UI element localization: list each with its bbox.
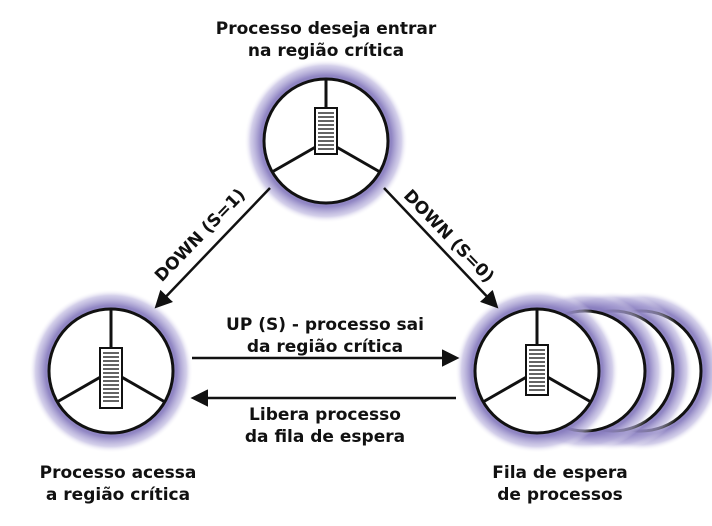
arrow-down-s1 <box>154 187 271 309</box>
top-node-label-line2: na região crítica <box>247 41 405 61</box>
up-edge-label: UP (S) - processo sai da região crítica <box>180 314 470 358</box>
top-node-label: Processo deseja entrar na região crítica <box>186 18 466 62</box>
process-wheel-icon-left <box>29 289 193 453</box>
right-node-label: Fila de espera de processos <box>470 462 650 506</box>
libera-edge-label-line2: da fila de espera <box>244 427 406 447</box>
top-node-label-line1: Processo deseja entrar <box>215 19 437 39</box>
arrow-down-s0 <box>383 187 499 309</box>
left-node-label: Processo acessa a região crítica <box>8 462 228 506</box>
process-wheel-icon-right <box>455 289 619 453</box>
document-lines-icon <box>99 347 123 409</box>
left-node-label-line1: Processo acessa <box>39 463 197 483</box>
up-edge-label-line2: da região crítica <box>246 337 404 357</box>
document-lines-icon <box>525 344 549 396</box>
document-lines-icon <box>314 107 338 155</box>
process-wheel-icon-top <box>244 59 408 223</box>
up-edge-label-line1: UP (S) - processo sai <box>226 315 424 335</box>
libera-edge-label: Libera processo da fila de espera <box>190 404 460 448</box>
right-node-label-line1: Fila de espera <box>492 463 628 483</box>
right-node-label-line2: de processos <box>497 485 623 505</box>
libera-edge-label-line1: Libera processo <box>249 405 401 425</box>
left-node-label-line2: a região crítica <box>45 485 191 505</box>
